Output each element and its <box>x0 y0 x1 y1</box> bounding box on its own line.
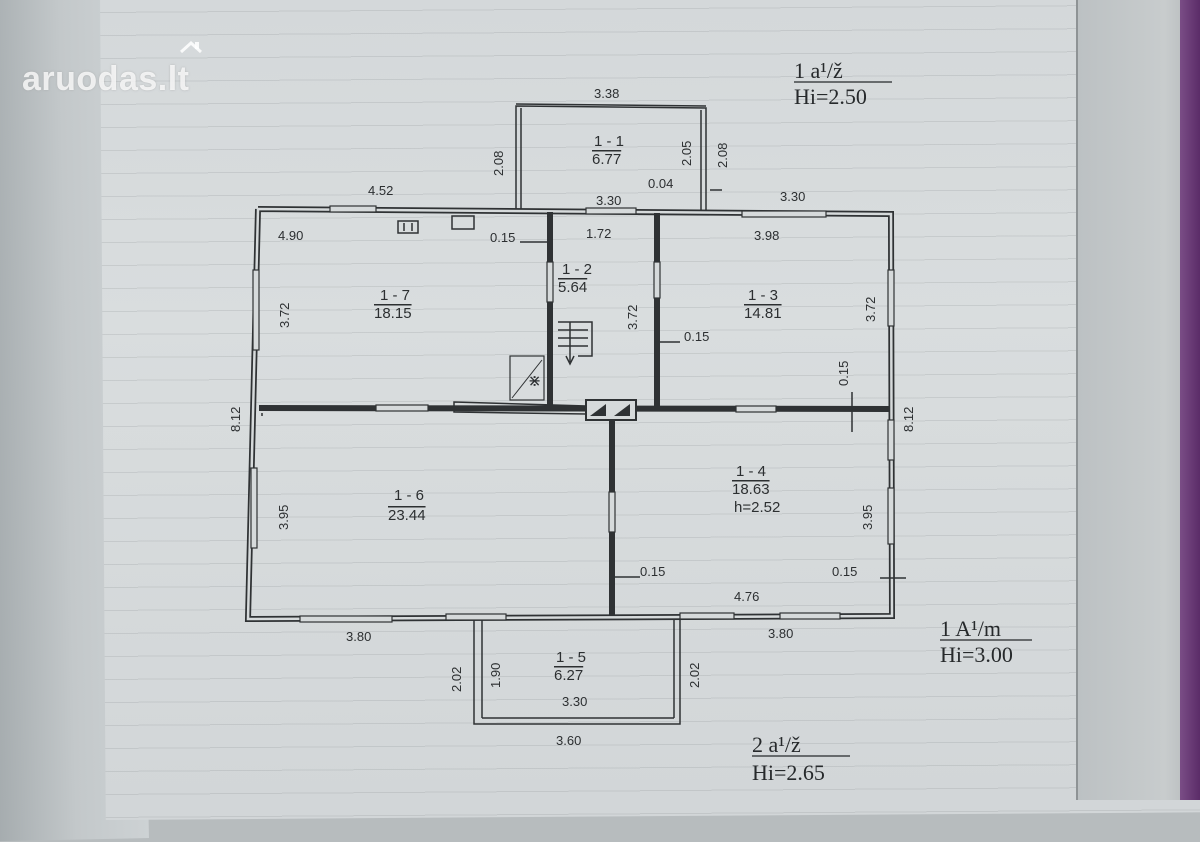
floor-plan: ⋇ 1 - 7 18.15 1 - 2 5.64 <box>228 58 1032 785</box>
dim-room7-wall: 0.15 <box>490 230 515 245</box>
chimney-block: ⋇ <box>453 355 637 421</box>
room-area-1-4: 18.63 <box>732 481 770 498</box>
openings <box>250 205 895 623</box>
room-code-1-7: 1 - 7 <box>380 287 410 304</box>
room-labels: 1 - 7 18.15 1 - 2 5.64 1 - 3 14.81 1 - 4… <box>374 133 782 684</box>
dim-top-left-outer: 4.52 <box>368 183 393 198</box>
interior-walls <box>258 212 891 616</box>
room-area-1-7: 18.15 <box>374 305 412 322</box>
dim-room2-height: 3.72 <box>625 305 640 330</box>
background-strip <box>1180 0 1200 800</box>
house-icon <box>179 40 203 54</box>
dim-entry-left-outer: 2.02 <box>449 667 464 692</box>
stove-icon: ⋇ <box>528 371 541 390</box>
dimension-labels-horizontal: 3.38 0.04 3.30 4.52 3.30 4.90 0.15 1.72 … <box>278 86 857 748</box>
dim-right-total: 8.12 <box>901 407 916 432</box>
door-room7-room6 <box>375 404 429 412</box>
dim-room3-wall: 0.15 <box>836 361 851 386</box>
room-area-1-1: 6.77 <box>592 151 621 168</box>
annotation-right-line2: Hi=3.00 <box>940 642 1013 667</box>
dim-room4-wall: 0.15 <box>832 564 857 579</box>
stairs-outline <box>558 321 593 357</box>
dim-bottom-right-outer: 3.80 <box>768 626 793 641</box>
dim-porch-inner-height: 2.05 <box>679 141 694 166</box>
dim-entry-outer-width: 3.60 <box>556 733 581 748</box>
dim-left-total: 8.12 <box>228 407 243 432</box>
paper-edge-right <box>1076 0 1200 800</box>
door-entry <box>445 613 507 621</box>
door-room3-room4 <box>735 405 777 413</box>
dim-entry-inner-width: 3.30 <box>562 694 587 709</box>
middle-wall <box>258 405 891 412</box>
dim-porch-top-width: 3.38 <box>594 86 619 101</box>
window-right-3 <box>887 487 895 545</box>
dimension-labels-vertical: 2.08 2.05 2.08 3.72 3.72 3.72 0.15 8.12 … <box>228 141 916 692</box>
dim-room4-height: 3.95 <box>860 505 875 530</box>
dim-entry-right-outer: 2.02 <box>687 663 702 688</box>
kitchen-fixtures <box>397 215 475 234</box>
stove-hatch <box>511 359 543 399</box>
dim-porch-wall: 0.04 <box>648 176 673 191</box>
annotation-bottom-line1: 2 a¹/ž <box>752 732 801 757</box>
dim-porch-right-height: 2.08 <box>715 143 730 168</box>
dim-top-right-outer: 3.30 <box>780 189 805 204</box>
room-area-1-6: 23.44 <box>388 507 426 524</box>
room-code-1-4: 1 - 4 <box>736 463 766 480</box>
stove-top-icon <box>397 220 419 234</box>
staircase <box>558 321 593 366</box>
door-room7-room2 <box>546 261 554 303</box>
window-top-3 <box>741 210 827 218</box>
window-right-1 <box>887 269 895 327</box>
chimney-flue-1 <box>590 404 606 416</box>
window-left-2 <box>250 467 258 549</box>
dim-entry-left-inner: 1.90 <box>488 663 503 688</box>
room-height-1-4: h=2.52 <box>734 499 780 516</box>
window-right-2 <box>887 419 895 461</box>
window-bottom-1 <box>299 615 393 623</box>
watermark-logo: aruodas.lt <box>22 60 190 98</box>
annotation-top-right-line2: Hi=2.50 <box>794 84 867 109</box>
dim-room6-wall: 0.15 <box>640 564 665 579</box>
dim-room2-wall: 0.15 <box>684 329 709 344</box>
room-code-1-1: 1 - 1 <box>594 133 624 150</box>
porch-bottom <box>473 620 681 725</box>
dim-room4-width: 4.76 <box>734 589 759 604</box>
window-top-2 <box>585 207 637 215</box>
dim-room7-width: 4.90 <box>278 228 303 243</box>
dim-room2-width: 1.72 <box>586 226 611 241</box>
floor-annotations: 1 a¹/ž Hi=2.50 1 A¹/m Hi=3.00 2 a¹/ž Hi=… <box>752 58 1032 785</box>
dim-room3-height: 3.72 <box>863 297 878 322</box>
stair-arrowhead <box>565 355 575 366</box>
window-top-1 <box>329 205 377 213</box>
room-code-1-2: 1 - 2 <box>562 261 592 278</box>
chimney-flue-2 <box>614 404 630 416</box>
dimension-lines <box>261 189 906 579</box>
door-room6-room4 <box>608 491 616 533</box>
room-area-1-2: 5.64 <box>558 279 587 296</box>
room-area-1-5: 6.27 <box>554 667 583 684</box>
porch-bottom-walls <box>473 620 681 725</box>
porch-top-walls <box>515 105 707 212</box>
dim-room3-width: 3.98 <box>754 228 779 243</box>
annotation-top-right-line1: 1 a¹/ž <box>794 58 843 83</box>
room-code-1-5: 1 - 5 <box>556 649 586 666</box>
window-bottom-3 <box>779 612 841 620</box>
stove <box>509 355 545 401</box>
room-code-1-3: 1 - 3 <box>748 287 778 304</box>
window-left-1 <box>252 269 260 351</box>
dim-room7-height: 3.72 <box>277 303 292 328</box>
dim-porch-left-height: 2.08 <box>491 151 506 176</box>
porch-top <box>515 103 707 212</box>
porch-top-dim-line <box>515 103 707 107</box>
dim-porch-inner-width: 3.30 <box>596 193 621 208</box>
annotation-right-line1: 1 A¹/m <box>940 616 1001 641</box>
door-room2-room3 <box>653 261 661 299</box>
annotation-bottom-line2: Hi=2.65 <box>752 760 825 785</box>
room-area-1-3: 14.81 <box>744 305 782 322</box>
sink-icon <box>451 215 475 230</box>
dim-room6-height: 3.95 <box>276 505 291 530</box>
dim-bottom-left-outer: 3.80 <box>346 629 371 644</box>
window-bottom-2 <box>679 612 735 620</box>
room-code-1-6: 1 - 6 <box>394 487 424 504</box>
